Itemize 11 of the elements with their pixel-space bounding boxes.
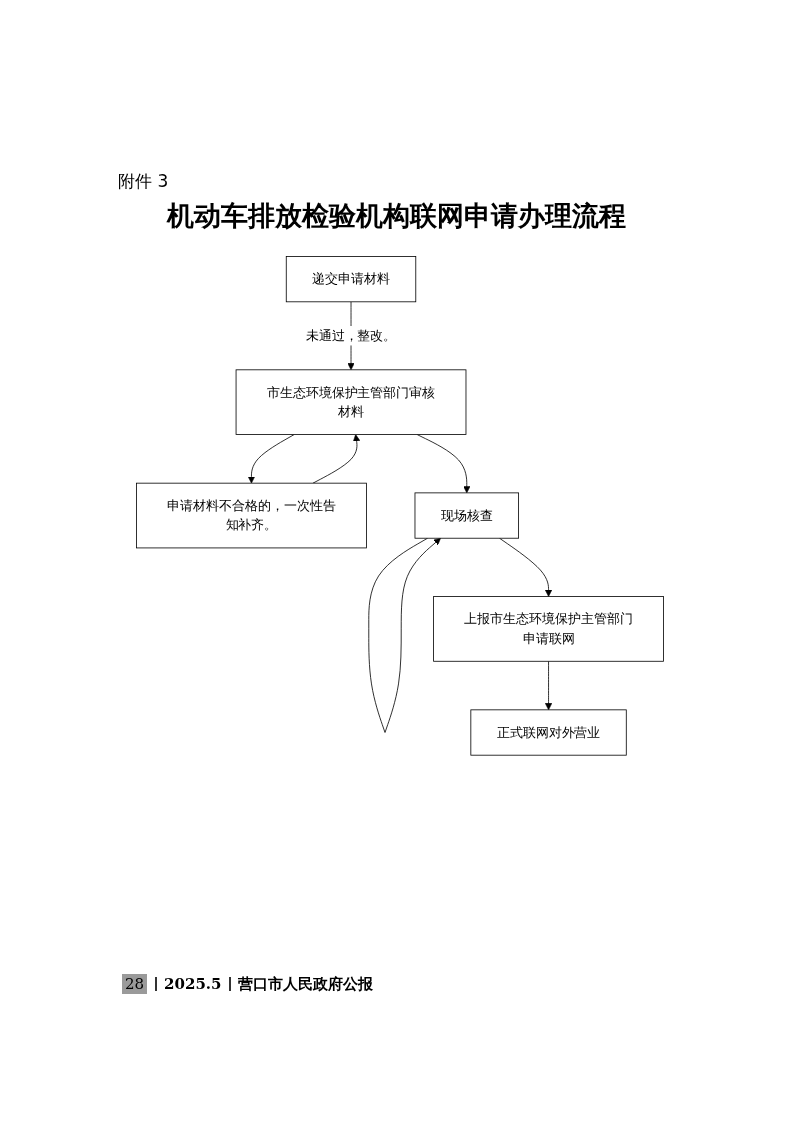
title: 机动车排放检验机构联网申请办理流程 bbox=[167, 199, 626, 233]
process-box: 上报市生态环境保护主管部门申请联网 bbox=[433, 596, 664, 662]
process-box: 现场核查 bbox=[414, 492, 519, 539]
process-box: 递交申请材料 bbox=[285, 256, 417, 303]
process-box: 正式联网对外营业 bbox=[470, 709, 627, 756]
issue-date: 2025.5 bbox=[155, 977, 229, 991]
process-box: 申请材料不合格的，一次性告知补齐。 bbox=[136, 482, 367, 549]
publication-name: 营口市人民政府公报 bbox=[228, 977, 380, 991]
process-box: 市生态环境保护主管部门审核材料 bbox=[235, 369, 467, 435]
page-number: 28 bbox=[122, 974, 148, 994]
attachment-label: 附件 3 bbox=[118, 170, 169, 193]
